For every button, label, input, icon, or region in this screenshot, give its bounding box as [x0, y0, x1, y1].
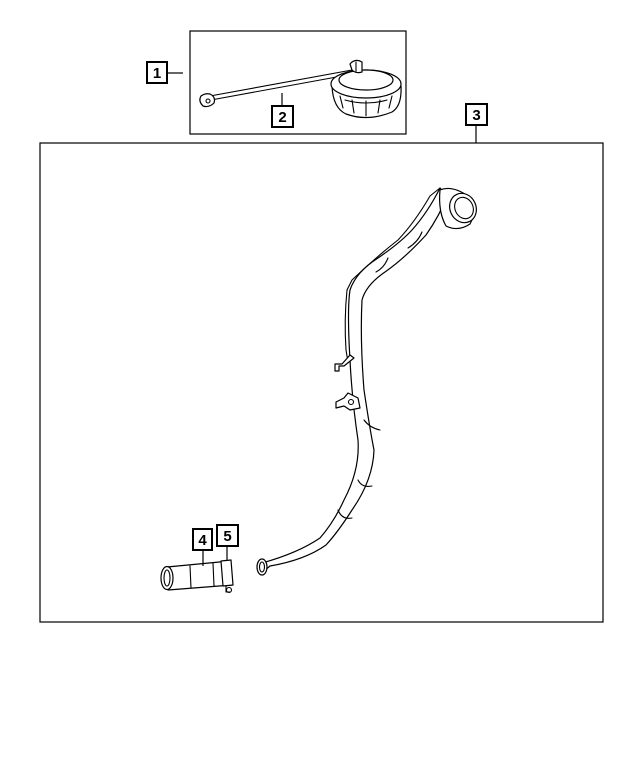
fuel-cap-icon[interactable]	[330, 59, 402, 119]
callout-5-label: 5	[223, 528, 231, 545]
hose-clamp-icon[interactable]	[220, 559, 234, 594]
callout-1[interactable]: 1	[146, 61, 168, 84]
fuel-filler-tube-icon[interactable]	[256, 187, 481, 576]
callout-2[interactable]: 2	[271, 105, 294, 128]
callout-3[interactable]: 3	[465, 103, 488, 126]
callout-3-label: 3	[472, 107, 480, 124]
callout-1-label: 1	[153, 65, 161, 82]
filler-hose-icon[interactable]	[160, 560, 233, 591]
filler-tube-frame	[39, 142, 604, 623]
cap-group-frame	[189, 30, 407, 135]
callout-5[interactable]: 5	[216, 524, 239, 547]
callout-4-label: 4	[198, 532, 207, 549]
callout-4[interactable]: 4	[192, 528, 213, 551]
fuel-cap-tether-icon[interactable]	[199, 69, 354, 108]
callout-2-label: 2	[278, 109, 286, 126]
